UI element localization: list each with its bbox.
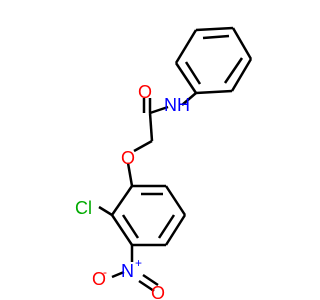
molecule-canvas: NH O O Cl N + O - O bbox=[75, 26, 253, 300]
chloronitrophenyl-ring bbox=[98, 162, 187, 262]
bond-nitro-double-b bbox=[142, 273, 159, 287]
bond-nitro-to-o-left bbox=[111, 270, 125, 279]
atom-n-nitro-plus: + bbox=[135, 256, 142, 270]
atom-n-nitro-label: N bbox=[121, 261, 134, 281]
bond-ring-5 bbox=[164, 185, 187, 216]
bond-ring-to-cl bbox=[98, 205, 113, 217]
bond-ring-double-1 bbox=[121, 214, 140, 239]
atom-nh-label: NH bbox=[164, 95, 190, 115]
bond-ph-1 bbox=[174, 29, 198, 64]
bond-nitro-double-a bbox=[138, 279, 155, 293]
atom-o-nitro-minus: - bbox=[103, 265, 107, 279]
bond-ph-4 bbox=[230, 58, 253, 92]
bond-ch2-to-ether-o bbox=[133, 139, 153, 153]
bond-nh-to-carbonyl bbox=[149, 105, 169, 115]
amide-linker bbox=[133, 92, 197, 153]
bond-ph-double-3 bbox=[202, 34, 230, 40]
bond-ph-6 bbox=[195, 26, 234, 32]
phenyl-ring-top bbox=[174, 26, 253, 95]
bond-ph-double-2 bbox=[223, 57, 244, 84]
bond-ring-double-2 bbox=[157, 214, 176, 239]
bond-carbonyl-to-ch2 bbox=[148, 112, 154, 142]
atom-o-nitro-left-label: O bbox=[92, 269, 106, 289]
atom-o-ether-label: O bbox=[121, 148, 135, 168]
bond-phenyl-to-nh bbox=[181, 92, 197, 106]
bond-ether-o-to-ring bbox=[126, 162, 134, 187]
bond-ph-5 bbox=[231, 27, 253, 60]
atom-labels: NH O O Cl N + O - O bbox=[75, 82, 190, 300]
bond-ph-2 bbox=[174, 62, 198, 94]
bond-ph-3 bbox=[195, 89, 233, 95]
bond-ring-1 bbox=[110, 185, 134, 216]
molecule-structure: NH O O Cl N + O - O bbox=[75, 26, 253, 300]
bond-ph-double-1 bbox=[184, 61, 202, 85]
atom-o-nitro-bottom-label: O bbox=[151, 283, 165, 300]
atom-cl-label: Cl bbox=[75, 198, 92, 218]
nitro-group bbox=[111, 270, 159, 293]
bond-ring-4 bbox=[164, 214, 187, 246]
bond-ring-2 bbox=[110, 214, 134, 246]
atom-o-carbonyl-label: O bbox=[138, 82, 152, 102]
